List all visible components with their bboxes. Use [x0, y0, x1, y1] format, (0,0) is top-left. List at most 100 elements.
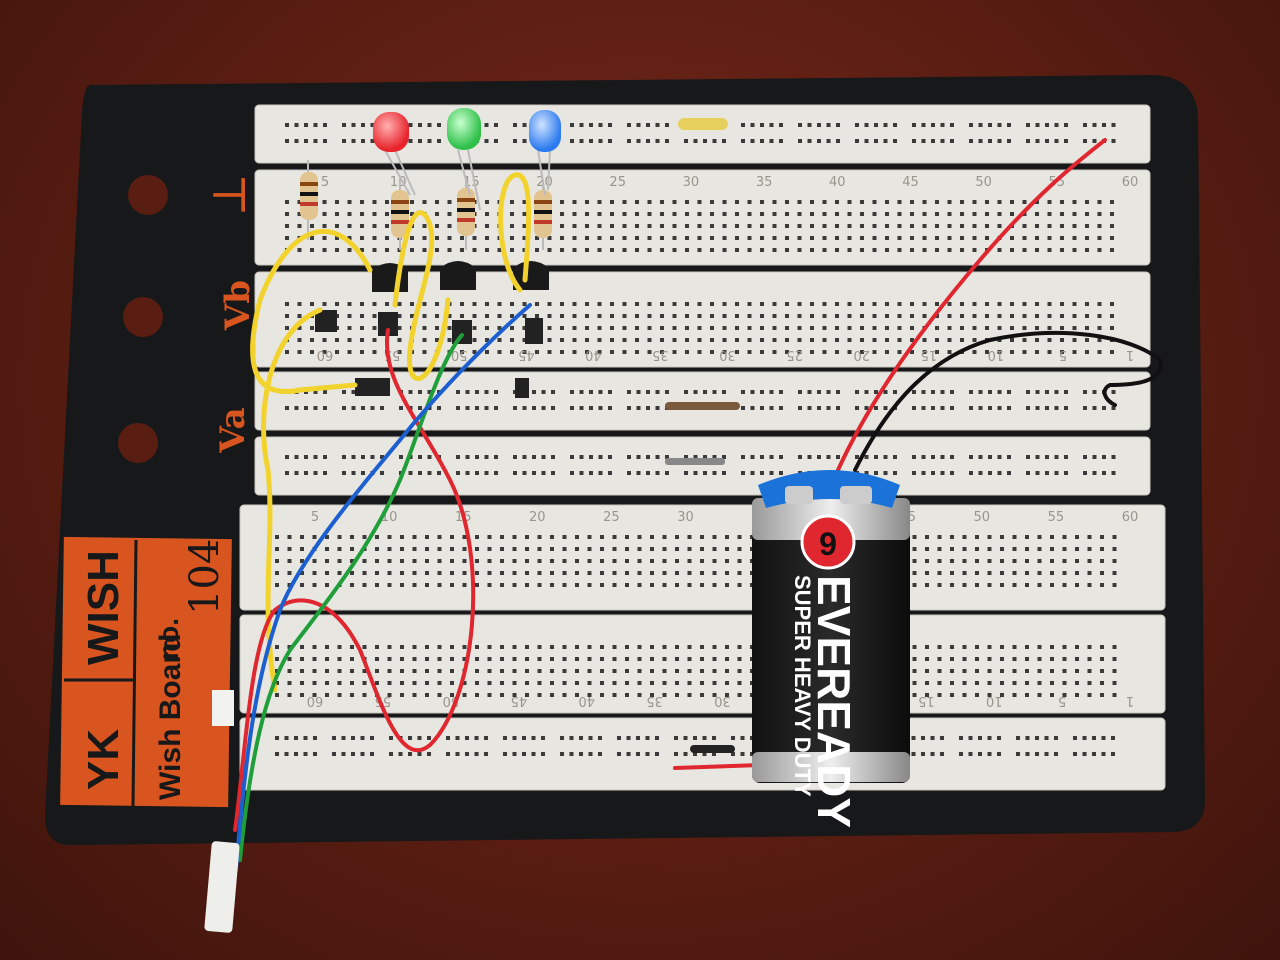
jumper-pin — [315, 310, 337, 332]
breadboard-hole — [512, 645, 517, 649]
breadboard-hole — [835, 338, 839, 342]
breadboard-hole — [485, 314, 489, 318]
breadboard-hole — [885, 350, 889, 354]
breadboard-hole — [513, 406, 517, 410]
breadboard-hole — [735, 350, 739, 354]
breadboard-hole — [797, 338, 802, 342]
breadboard-hole — [380, 471, 384, 475]
breadboard-hole — [1111, 390, 1116, 394]
breadboard-hole — [447, 200, 452, 204]
breadboard-hole — [570, 139, 574, 143]
column-number: 35 — [646, 693, 663, 708]
breadboard-hole — [710, 224, 714, 228]
breadboard-hole — [1111, 123, 1116, 127]
breadboard-hole — [1092, 752, 1096, 756]
breadboard-hole — [522, 471, 527, 475]
breadboard-hole — [608, 471, 612, 475]
breadboard-hole — [722, 471, 726, 475]
breadboard-hole — [397, 338, 402, 342]
breadboard-hole — [950, 693, 954, 697]
breadboard-hole — [921, 390, 926, 394]
breadboard-hole — [997, 139, 1002, 143]
breadboard-hole — [950, 471, 954, 475]
breadboard-hole — [572, 302, 577, 306]
breadboard-hole — [475, 535, 479, 539]
breadboard-hole — [735, 302, 739, 306]
breadboard-hole — [347, 326, 352, 330]
breadboard-hole — [370, 406, 375, 410]
breadboard-hole — [494, 455, 498, 459]
breadboard-hole — [947, 302, 952, 306]
breadboard-hole — [1010, 236, 1014, 240]
breadboard-hole — [522, 326, 527, 330]
breadboard-hole — [937, 645, 942, 649]
column-number: 50 — [974, 510, 991, 525]
breadboard-hole — [300, 571, 304, 575]
breadboard-hole — [1092, 390, 1097, 394]
breadboard-hole — [551, 406, 555, 410]
breadboard-hole — [1100, 547, 1104, 551]
breadboard-hole — [722, 455, 726, 459]
breadboard-hole — [737, 571, 742, 575]
breadboard-hole — [310, 224, 314, 228]
breadboard-hole — [335, 236, 339, 240]
breadboard-hole — [1062, 645, 1067, 649]
breadboard-hole — [925, 535, 929, 539]
breadboard-hole — [637, 669, 642, 673]
breadboard-hole — [323, 455, 327, 459]
breadboard-hole — [672, 200, 677, 204]
breadboard-hole — [350, 559, 354, 563]
breadboard-hole — [836, 139, 840, 143]
breadboard-hole — [323, 390, 327, 394]
breadboard-hole — [635, 350, 639, 354]
breadboard-hole — [418, 390, 422, 394]
breadboard-hole — [1072, 212, 1077, 216]
breadboard-hole — [710, 236, 714, 240]
breadboard-hole — [1047, 338, 1052, 342]
breadboard-hole — [797, 302, 802, 306]
breadboard-hole — [960, 302, 964, 306]
breadboard-hole — [600, 669, 604, 673]
breadboard-hole — [968, 752, 973, 756]
breadboard-hole — [1112, 669, 1117, 673]
breadboard-hole — [675, 547, 679, 551]
brand-wish: WISH — [79, 550, 128, 665]
breadboard-hole — [351, 736, 355, 740]
breadboard-hole — [988, 390, 992, 394]
breadboard-hole — [703, 471, 707, 475]
breadboard-hole — [662, 657, 667, 661]
breadboard-hole — [437, 547, 442, 551]
breadboard-hole — [625, 571, 629, 575]
breadboard-hole — [360, 338, 364, 342]
breadboard-hole — [450, 657, 454, 661]
breadboard-hole — [1082, 736, 1087, 740]
breadboard-hole — [472, 326, 477, 330]
breadboard-hole — [637, 547, 642, 551]
breadboard-hole — [1112, 547, 1117, 551]
breadboard-hole — [1047, 236, 1052, 240]
breadboard-hole — [627, 455, 631, 459]
breadboard-hole — [962, 657, 967, 661]
breadboard-hole — [579, 752, 583, 756]
breadboard-hole — [997, 200, 1002, 204]
breadboard-hole — [1075, 657, 1079, 661]
breadboard-hole — [362, 669, 367, 673]
column-number: 30 — [714, 693, 731, 708]
breadboard-hole — [925, 645, 929, 649]
breadboard-hole — [1062, 535, 1067, 539]
breadboard-hole — [410, 248, 414, 252]
breadboard-hole — [275, 547, 279, 551]
breadboard-hole — [1072, 338, 1077, 342]
breadboard-hole — [836, 123, 840, 127]
breadboard-hole — [997, 752, 1001, 756]
breadboard-hole — [598, 406, 603, 410]
breadboard-hole — [960, 314, 964, 318]
breadboard-hole — [817, 390, 821, 394]
breadboard-hole — [297, 350, 302, 354]
breadboard-hole — [935, 236, 939, 240]
breadboard-hole — [872, 212, 877, 216]
breadboard-hole — [312, 571, 317, 575]
breadboard-hole — [541, 455, 546, 459]
terminal-hole — [128, 175, 168, 215]
breadboard-hole — [1110, 236, 1114, 240]
